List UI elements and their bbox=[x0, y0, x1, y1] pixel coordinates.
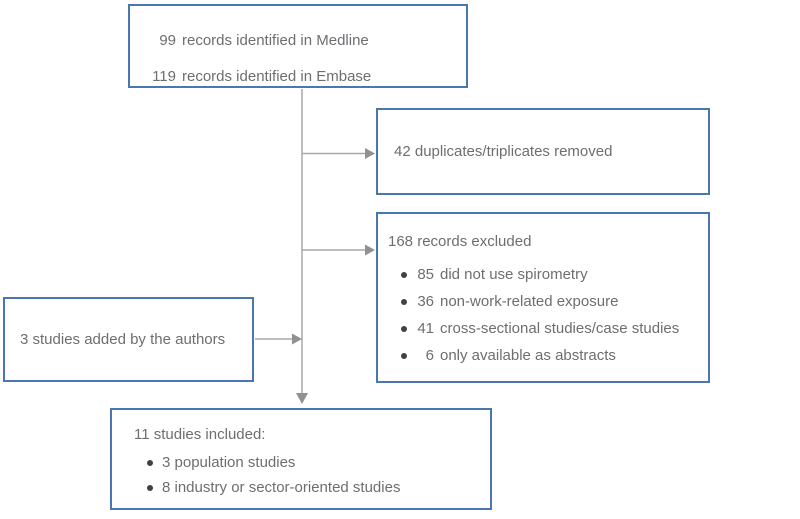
excluded-bullet-label: non-work-related exposure bbox=[440, 293, 619, 310]
medline-count: 99 bbox=[159, 32, 176, 49]
included-title: 11 studies included: bbox=[134, 426, 266, 443]
box-studies-added: 3 studies added by the authors bbox=[3, 297, 254, 382]
arrowhead-down-icon bbox=[296, 393, 308, 404]
excluded-bullet-count: 85 bbox=[417, 266, 434, 283]
bullet-icon bbox=[401, 298, 407, 305]
duplicates-label: 42 duplicates/triplicates removed bbox=[394, 143, 613, 160]
excluded-bullet-count: 41 bbox=[417, 320, 434, 337]
box-studies-included: 11 studies included: 3 population studie… bbox=[110, 408, 492, 510]
bullet-icon bbox=[147, 484, 153, 491]
box-records-excluded: 168 records excluded 85 did not use spir… bbox=[376, 212, 710, 383]
medline-label: records identified in Medline bbox=[182, 32, 369, 49]
excluded-bullet-spirometry: 85 did not use spirometry bbox=[388, 261, 702, 288]
embase-count: 119 bbox=[152, 68, 176, 85]
bullet-icon bbox=[401, 325, 407, 332]
excluded-bullet-label: only available as abstracts bbox=[440, 347, 616, 364]
arrowhead-right-excluded-icon bbox=[365, 244, 375, 256]
added-label: 3 studies added by the authors bbox=[20, 331, 226, 348]
included-bullet-label: 8 industry or sector-oriented studies bbox=[162, 479, 401, 496]
excluded-title: 168 records excluded bbox=[388, 233, 532, 250]
excluded-bullet-count: 6 bbox=[425, 347, 434, 364]
excluded-bullet-count: 36 bbox=[417, 293, 434, 310]
box-duplicates-removed: 42 duplicates/triplicates removed bbox=[376, 108, 710, 195]
identified-line-embase: 119 records identified in Embase bbox=[150, 59, 466, 95]
bullet-icon bbox=[401, 271, 407, 278]
arrowhead-right-duplicates-icon bbox=[365, 148, 375, 159]
box-records-identified: 99 records identified in Medline 119 rec… bbox=[128, 4, 468, 88]
arrowhead-right-added-icon bbox=[292, 333, 302, 345]
excluded-bullet-label: cross-sectional studies/case studies bbox=[440, 320, 680, 337]
excluded-bullet-label: did not use spirometry bbox=[440, 266, 588, 283]
included-bullet-population: 3 population studies bbox=[134, 450, 484, 475]
excluded-bullet-nonwork: 36 non-work-related exposure bbox=[388, 288, 702, 315]
bullet-icon bbox=[147, 459, 153, 466]
embase-label: records identified in Embase bbox=[182, 68, 372, 85]
included-bullet-label: 3 population studies bbox=[162, 454, 296, 471]
bullet-icon bbox=[401, 352, 407, 359]
included-bullet-industry: 8 industry or sector-oriented studies bbox=[134, 475, 484, 500]
excluded-bullet-abstracts: 6 only available as abstracts bbox=[388, 342, 702, 369]
excluded-bullet-crosssectional: 41 cross-sectional studies/case studies bbox=[388, 315, 702, 342]
identified-line-medline: 99 records identified in Medline bbox=[150, 23, 466, 59]
